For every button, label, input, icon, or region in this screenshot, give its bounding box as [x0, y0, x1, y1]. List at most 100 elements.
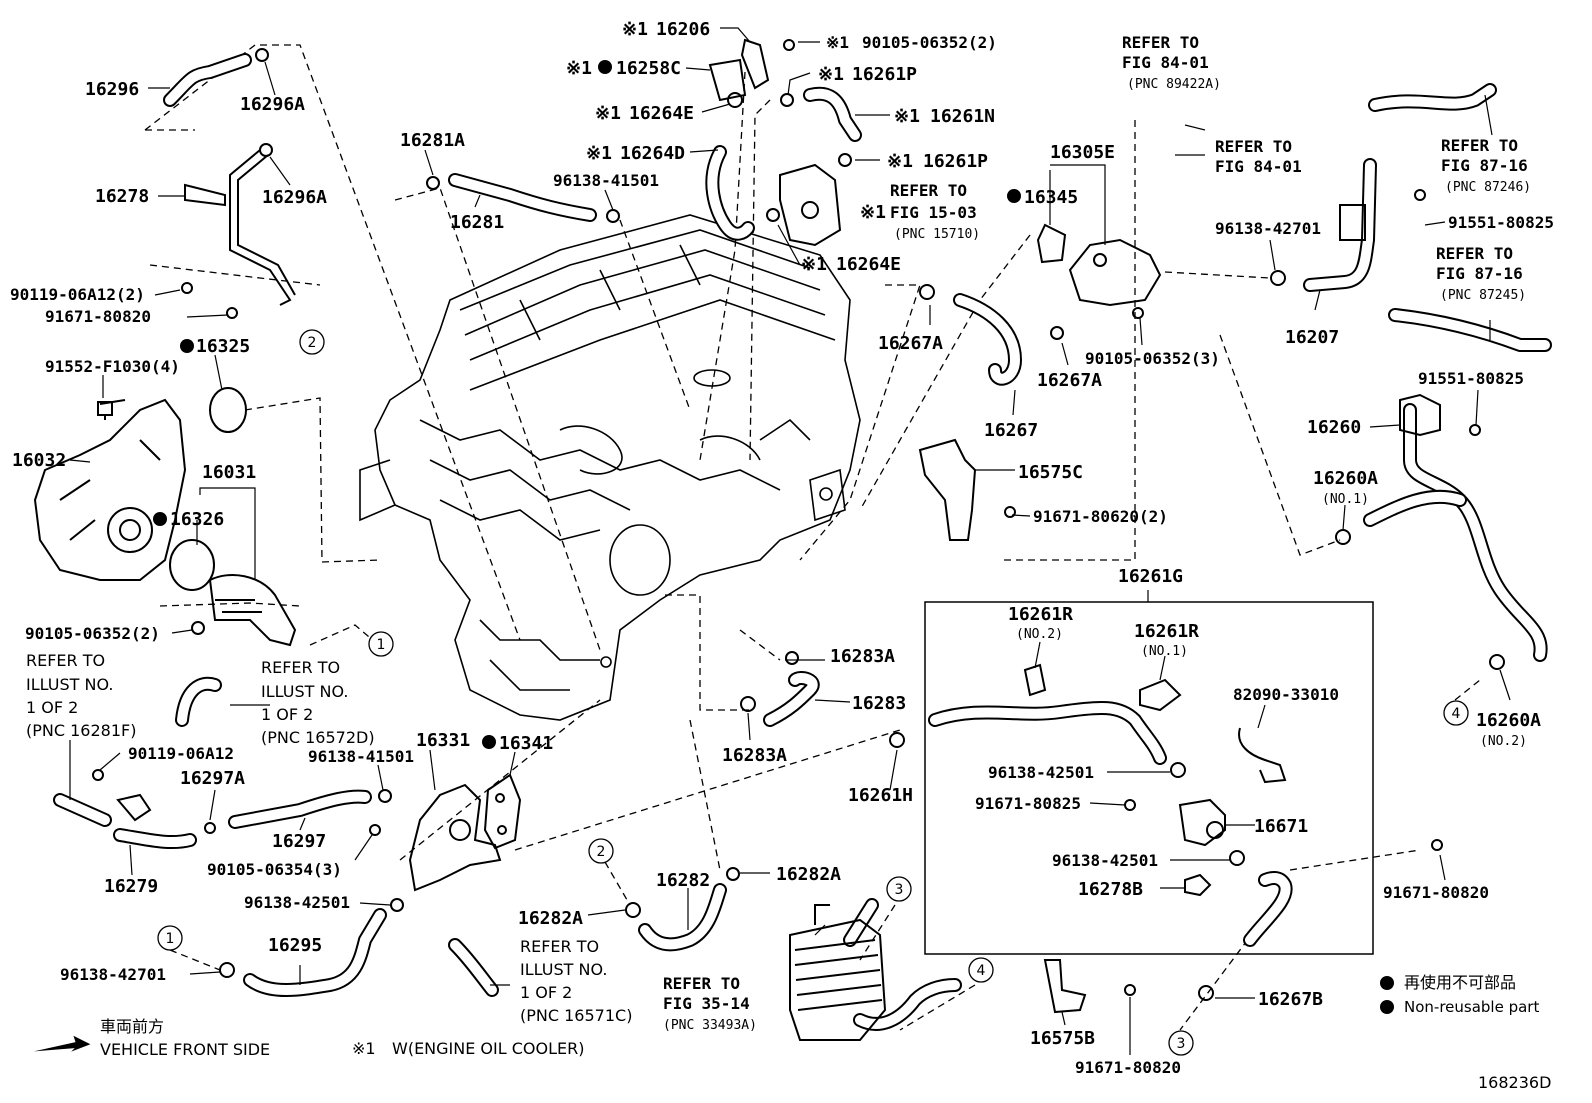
label-16267B[interactable]: 16267B: [1258, 989, 1323, 1010]
label-96138-42701-a[interactable]: 96138-42701: [60, 965, 166, 984]
label-91552-F1030-4[interactable]: 91552-F1030(4): [45, 357, 180, 376]
label-90105-06352-2-left[interactable]: 90105-06352(2): [25, 624, 160, 643]
label-16267[interactable]: 16267: [984, 420, 1038, 441]
note-mark-16261P-1: ※1: [818, 64, 844, 85]
callout-3-b: 3: [1177, 1036, 1186, 1052]
label-16207[interactable]: 16207: [1285, 327, 1339, 348]
label-16345[interactable]: 16345: [1024, 187, 1078, 208]
label-16295[interactable]: 16295: [268, 935, 322, 956]
label-96138-41501-a[interactable]: 96138-41501: [308, 747, 414, 766]
ref-illust-16281F[interactable]: REFER TO ILLUST NO. 1 OF 2 (PNC 16281F): [26, 651, 136, 740]
ref-fig84-01-b[interactable]: REFER TO FIG 84-01: [1215, 137, 1302, 176]
label-91671-80825[interactable]: 91671-80825: [975, 794, 1081, 813]
label-16297[interactable]: 16297: [272, 831, 326, 852]
label-16283A-2[interactable]: 16283A: [722, 745, 787, 766]
ref-fig87-16-b[interactable]: REFER TO FIG 87-16 (PNC 87245): [1436, 244, 1526, 303]
label-16282[interactable]: 16282: [656, 870, 710, 891]
callout-4-b: 4: [1452, 706, 1461, 722]
label-96138-42701-b[interactable]: 96138-42701: [1215, 219, 1321, 238]
part-labels: 16296 16296A 16296A 16278 90119-06A12(2)…: [10, 19, 1554, 1077]
label-16258C[interactable]: 16258C: [616, 58, 681, 79]
label-16296[interactable]: 16296: [85, 79, 139, 100]
label-16264E-2[interactable]: 16264E: [836, 254, 901, 275]
ref-illust-16572D[interactable]: REFER TO ILLUST NO. 1 OF 2 (PNC 16572D): [261, 658, 375, 747]
label-16575B[interactable]: 16575B: [1030, 1028, 1095, 1049]
legend-non-reusable-jp: 再使用不可部品: [1404, 973, 1516, 992]
ref-illust-16571C[interactable]: REFER TO ILLUST NO. 1 OF 2 (PNC 16571C): [520, 937, 632, 1025]
legend-note-text: W(ENGINE OIL COOLER): [392, 1039, 584, 1058]
label-16260A-2[interactable]: 16260A: [1476, 710, 1541, 731]
label-16260A-1[interactable]: 16260A: [1313, 468, 1378, 489]
callout-1-b: 1: [166, 931, 175, 947]
label-16281[interactable]: 16281: [450, 212, 504, 233]
label-16261P-2[interactable]: 16261P: [923, 151, 988, 172]
note-mark-16264E-2: ※1: [801, 254, 827, 275]
label-16261G[interactable]: 16261G: [1118, 566, 1183, 587]
label-16267A-1[interactable]: 16267A: [878, 333, 943, 354]
note-mark-16264E-1: ※1: [595, 103, 621, 124]
label-91671-80820-c[interactable]: 91671-80820: [1075, 1058, 1181, 1077]
label-96138-42501-c[interactable]: 96138-42501: [1052, 851, 1158, 870]
label-16031[interactable]: 16031: [202, 462, 256, 483]
label-90105-06352-2-top[interactable]: 90105-06352(2): [862, 33, 997, 52]
label-90105-06352-3[interactable]: 90105-06352(3): [1085, 349, 1220, 368]
label-16261R-1[interactable]: 16261R: [1008, 604, 1073, 625]
label-16279[interactable]: 16279: [104, 876, 158, 897]
label-16261H[interactable]: 16261H: [848, 785, 913, 806]
callout-3-a: 3: [895, 882, 904, 898]
label-16297A[interactable]: 16297A: [180, 768, 245, 789]
ref-fig35-14[interactable]: REFER TO FIG 35-14 (PNC 33493A): [663, 974, 757, 1033]
label-82090-33010[interactable]: 82090-33010: [1233, 685, 1339, 704]
label-16261R-2[interactable]: 16261R: [1134, 621, 1199, 642]
label-96138-42501-b[interactable]: 96138-42501: [988, 763, 1094, 782]
svg-text:ILLUST NO.: ILLUST NO.: [26, 675, 113, 694]
label-16283[interactable]: 16283: [852, 693, 906, 714]
label-16282A-1[interactable]: 16282A: [518, 908, 583, 929]
svg-text:ILLUST NO.: ILLUST NO.: [520, 960, 607, 979]
label-16283A-1[interactable]: 16283A: [830, 646, 895, 667]
svg-text:FIG 84-01: FIG 84-01: [1215, 157, 1302, 176]
label-16331[interactable]: 16331: [416, 730, 470, 751]
label-16260[interactable]: 16260: [1307, 417, 1361, 438]
label-16264D[interactable]: 16264D: [620, 143, 685, 164]
label-16305E[interactable]: 16305E: [1050, 142, 1115, 163]
label-16296A-1[interactable]: 16296A: [240, 94, 305, 115]
label-16260A-2-no: (NO.2): [1480, 734, 1527, 749]
label-16281A[interactable]: 16281A: [400, 130, 465, 151]
label-90119-06A12[interactable]: 90119-06A12: [128, 744, 234, 763]
label-16278[interactable]: 16278: [95, 186, 149, 207]
ref-fig15-03[interactable]: REFER TO FIG 15-03 (PNC 15710): [890, 181, 980, 242]
label-16032[interactable]: 16032: [12, 450, 66, 471]
legend-non-reusable-en: Non-reusable part: [1404, 998, 1539, 1016]
label-16325[interactable]: 16325: [196, 336, 250, 357]
label-91671-80820-b[interactable]: 91671-80820: [1383, 883, 1489, 902]
label-90105-06354-3[interactable]: 90105-06354(3): [207, 860, 342, 879]
ref-fig84-01-a[interactable]: REFER TO FIG 84-01 (PNC 89422A): [1122, 33, 1221, 92]
svg-text:REFER TO: REFER TO: [663, 974, 740, 993]
label-96138-42501-a[interactable]: 96138-42501: [244, 893, 350, 912]
svg-text:(PNC 15710): (PNC 15710): [894, 227, 980, 242]
label-16267A-2[interactable]: 16267A: [1037, 370, 1102, 391]
front-side-jp: 車両前方: [100, 1017, 164, 1036]
label-16261P-1[interactable]: 16261P: [852, 64, 917, 85]
label-91551-80825-b[interactable]: 91551-80825: [1418, 369, 1524, 388]
label-96138-41501-b[interactable]: 96138-41501: [553, 171, 659, 190]
svg-text:FIG 35-14: FIG 35-14: [663, 994, 750, 1013]
label-16326[interactable]: 16326: [170, 509, 224, 530]
label-91671-80820-a[interactable]: 91671-80820: [45, 307, 151, 326]
label-16282A-2[interactable]: 16282A: [776, 864, 841, 885]
label-16671[interactable]: 16671: [1254, 816, 1308, 837]
label-16278B[interactable]: 16278B: [1078, 879, 1143, 900]
label-16341[interactable]: 16341: [499, 733, 553, 754]
label-91551-80825-a[interactable]: 91551-80825: [1448, 213, 1554, 232]
ref-fig87-16-a[interactable]: REFER TO FIG 87-16 (PNC 87246): [1441, 136, 1531, 195]
svg-text:(PNC 89422A): (PNC 89422A): [1127, 77, 1221, 92]
label-16296A-2[interactable]: 16296A: [262, 187, 327, 208]
label-16206[interactable]: 16206: [656, 19, 710, 40]
note-mark-16206: ※1: [622, 19, 648, 40]
label-90119-06A12-2[interactable]: 90119-06A12(2): [10, 285, 145, 304]
label-16575C[interactable]: 16575C: [1018, 462, 1083, 483]
label-91671-80620-2[interactable]: 91671-80620(2): [1033, 507, 1168, 526]
label-16264E-1[interactable]: 16264E: [629, 103, 694, 124]
label-16261N[interactable]: 16261N: [930, 106, 995, 127]
